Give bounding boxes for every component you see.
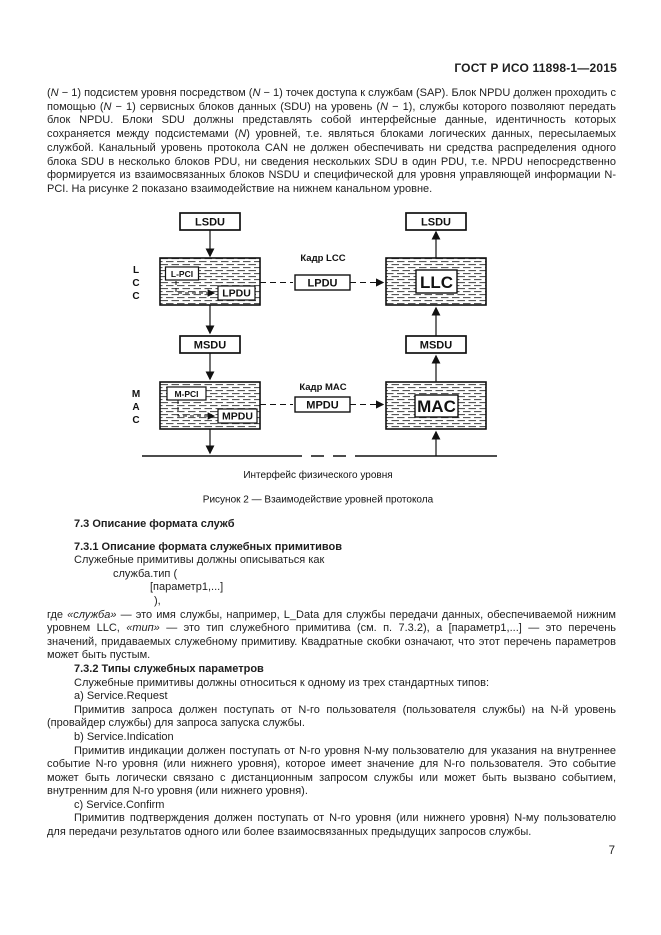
figure-caption: Рисунок 2 — Взаимодействие уровней прото… (203, 495, 434, 506)
llc-box (415, 269, 458, 294)
layer-label-mac: A (132, 402, 139, 413)
mac-box (414, 394, 459, 418)
lpdu-label-middle: LPDU (308, 278, 338, 290)
list-item-c: c) Service.Confirm (74, 798, 165, 811)
lsdu-label-right: LSDU (421, 217, 451, 229)
paragraph-service-indication: Примитив индикации должен поступать от N… (47, 744, 616, 798)
mpdu-box-inner (217, 408, 258, 424)
types-intro-line: Служебные примитивы должны относиться к … (74, 676, 490, 689)
mpdu-label-middle: MPDU (306, 400, 338, 412)
mac-label: MAC (417, 397, 456, 416)
frame-lcc-label: Кадр LCC (300, 253, 345, 264)
where-paragraph: где «служба» — это имя службы, например,… (47, 608, 617, 662)
msdu-label-right: MSDU (420, 340, 452, 352)
m-pci-label: M-PCI (174, 389, 198, 399)
lpdu-label-inner: LPDU (222, 288, 251, 300)
page-header: ГОСТ Р ИСО 11898-1—2015 (454, 61, 617, 75)
body-sections: 7.3 Описание формата служб 7.3.1 Описани… (47, 518, 616, 840)
section-7-3-title: 7.3 Описание формата служб (74, 518, 235, 530)
lpdu-box-inner (217, 285, 256, 301)
layer-label-lcc: C (132, 291, 139, 302)
llc-label: LLC (420, 273, 453, 292)
lsdu-label-left: LSDU (195, 217, 225, 229)
mpci-to-mpdu-arrow (177, 400, 216, 420)
layer-label-mac: M (132, 389, 140, 400)
primitives-intro-line: Служебные примитивы должны описываться к… (74, 554, 325, 567)
mpdu-label-inner: MPDU (222, 411, 253, 423)
section-7-3-2-title: 7.3.2 Типы служебных параметров (74, 662, 264, 675)
m-pci-box (166, 386, 207, 401)
page-number: 7 (608, 845, 615, 857)
msdu-label-left: MSDU (194, 340, 226, 352)
service-syntax-line-2: [параметр1,...] (150, 581, 224, 594)
frame-mac-label: Кадр MAC (299, 382, 346, 393)
l-pci-label: L-PCI (171, 269, 193, 279)
paragraph-service-confirm: Примитив подтверждения должен поступать … (47, 812, 616, 839)
layer-label-lcc: L (133, 265, 139, 276)
list-item-b: b) Service.Indication (74, 730, 174, 743)
protocol-layers-diagram: LSDU LSDU L C C M A C L-PCI LPDU LLC Кад… (132, 212, 497, 506)
physical-interface-label: Интерфейс физического уровня (243, 469, 392, 481)
lsdu-box-right (405, 212, 467, 231)
service-syntax-line-1: служба.тип ( (113, 567, 178, 580)
paragraph-service-request: Примитив запроса должен поступать от N-г… (47, 703, 616, 730)
layer-label-lcc: C (132, 278, 139, 289)
figure-2: LSDU LSDU L C C M A C L-PCI LPDU LLC Кад… (0, 200, 661, 512)
layer-label-mac: C (132, 415, 139, 426)
lpci-to-lpdu-arrow (175, 281, 216, 297)
intro-paragraph: (N − 1) подсистем уровня посредством (N … (47, 87, 616, 195)
service-syntax-line-3: ), (154, 594, 161, 607)
section-7-3-1-title: 7.3.1 Описание формата служебных примити… (74, 540, 342, 553)
l-pci-box (164, 266, 200, 281)
list-item-a: a) Service.Request (74, 690, 168, 703)
